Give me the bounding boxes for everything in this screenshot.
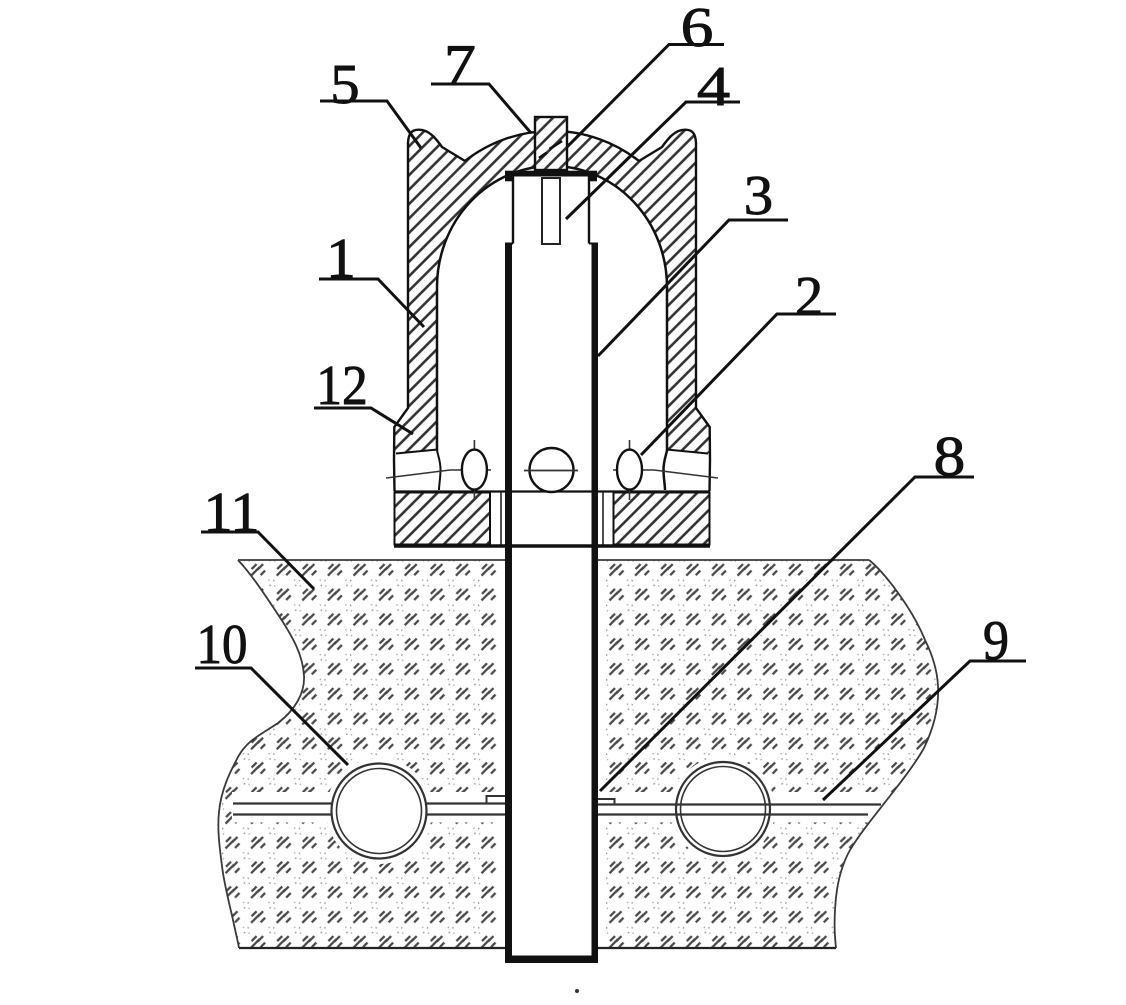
svg-text:1: 1	[326, 228, 356, 289]
svg-text:6: 6	[681, 0, 714, 59]
svg-text:4: 4	[697, 56, 730, 118]
svg-text:7: 7	[444, 33, 476, 95]
svg-text:12: 12	[316, 354, 368, 416]
svg-text:5: 5	[330, 54, 359, 115]
svg-text:2: 2	[795, 266, 823, 328]
svg-text:3: 3	[744, 165, 773, 226]
svg-text:8: 8	[934, 425, 966, 487]
svg-text:10: 10	[197, 613, 248, 676]
svg-text:9: 9	[983, 609, 1009, 671]
svg-text:11: 11	[203, 482, 259, 544]
